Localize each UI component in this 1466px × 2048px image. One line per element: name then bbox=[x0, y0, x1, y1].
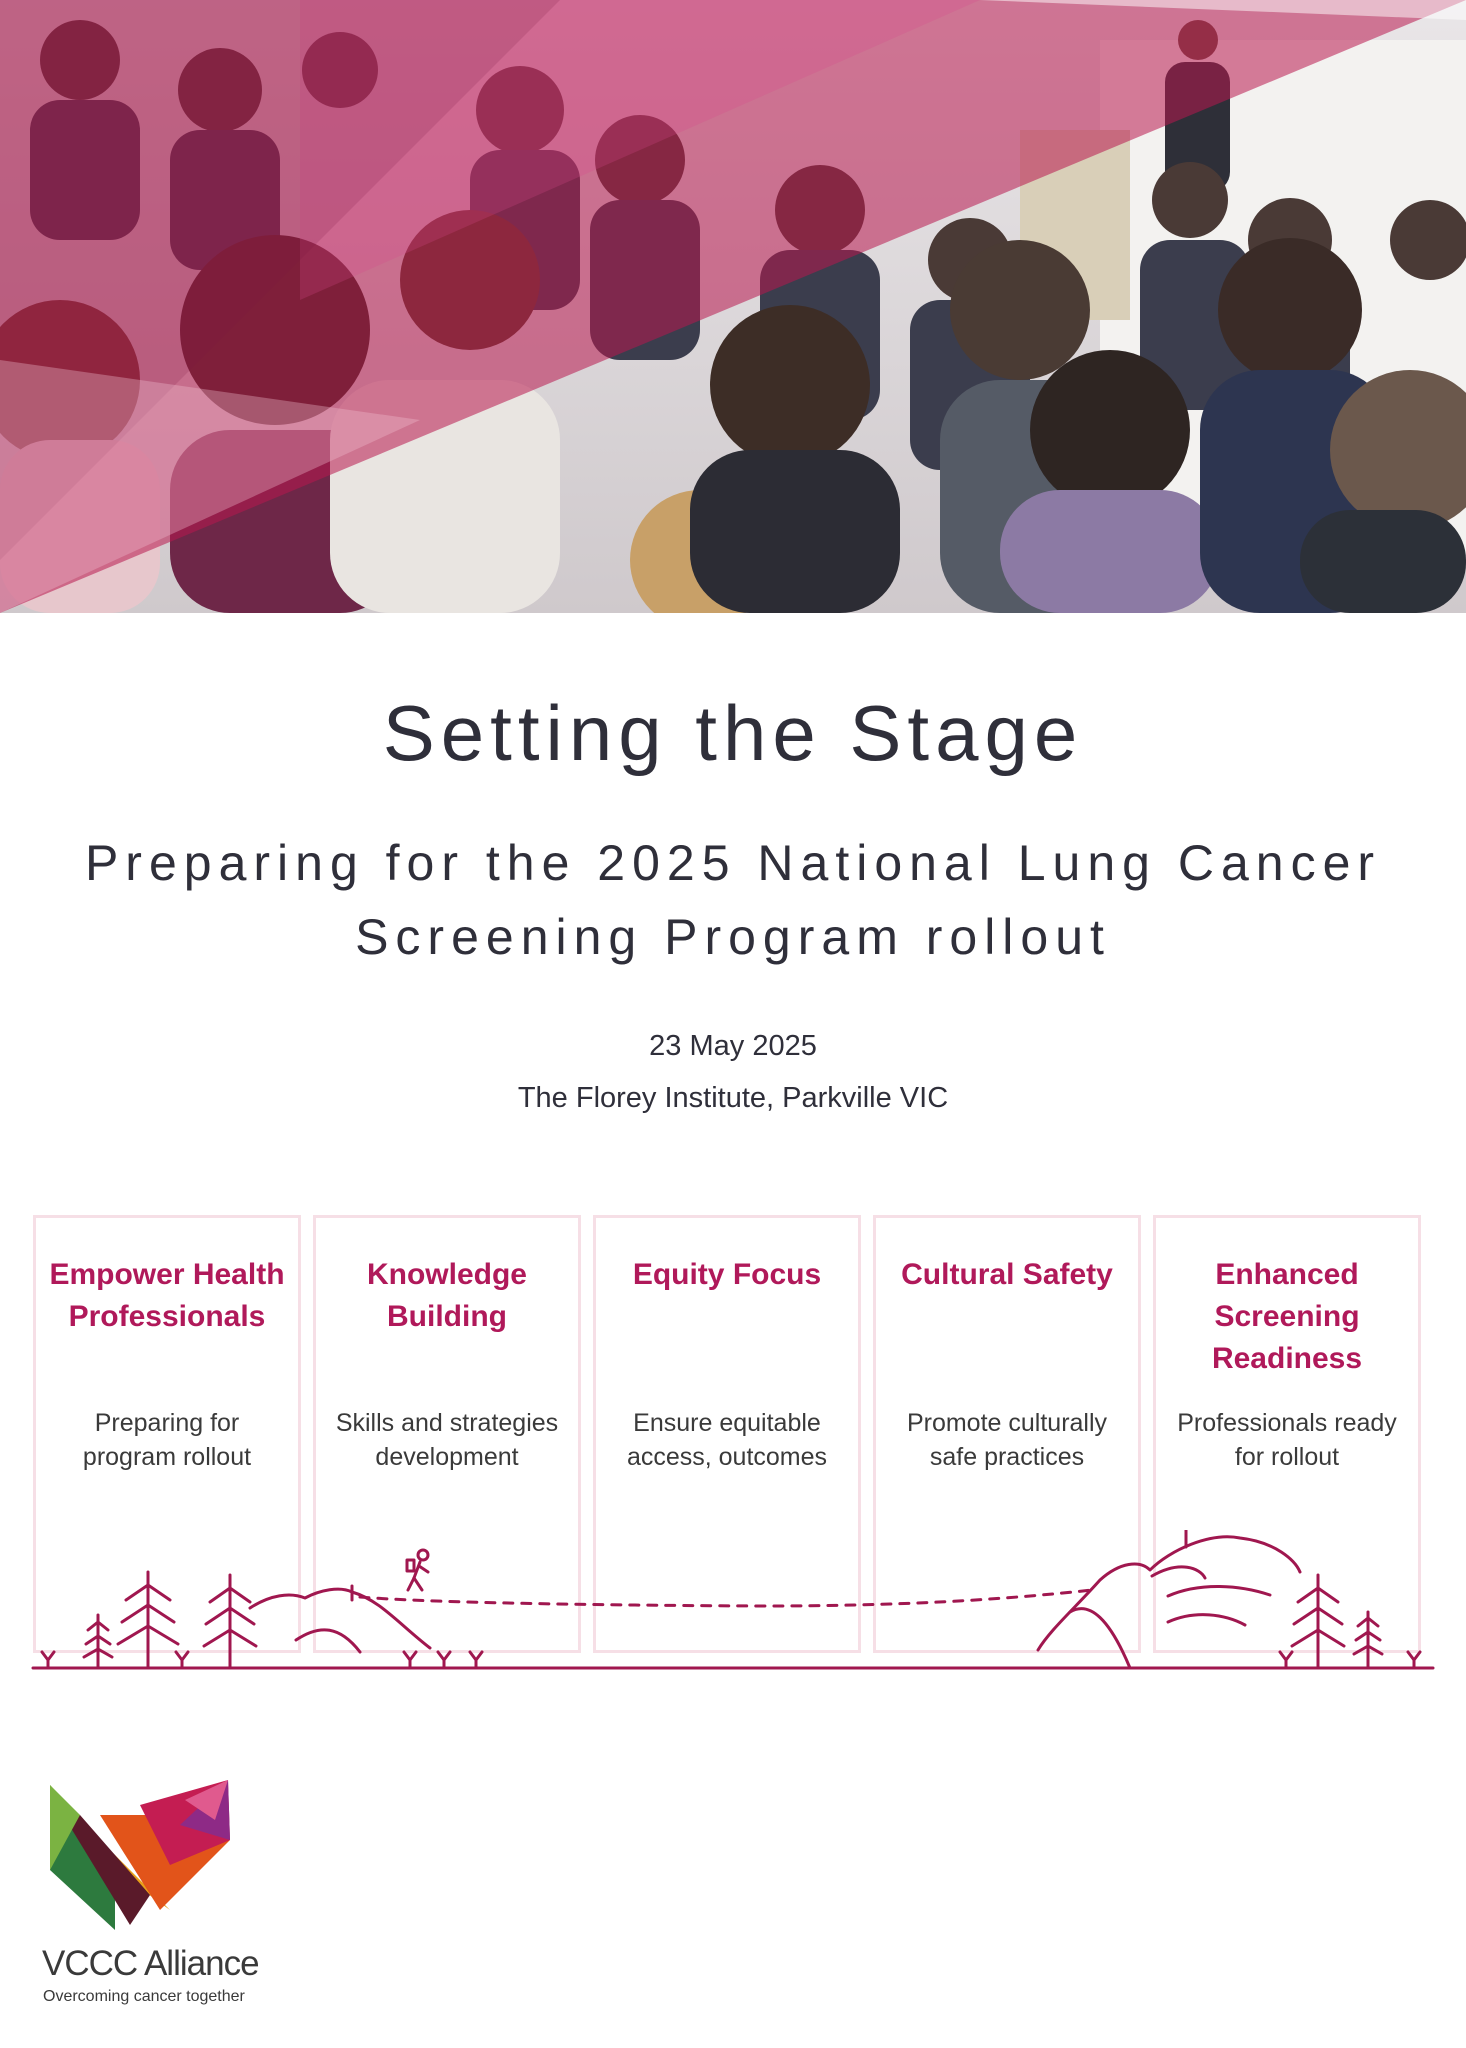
tree-icon bbox=[82, 1613, 114, 1670]
tree-icon bbox=[1352, 1610, 1384, 1670]
theme-card-empower: Empower Health Professionals Preparing f… bbox=[33, 1215, 301, 1653]
theme-description: Preparing for program rollout bbox=[82, 1409, 252, 1471]
theme-card-equity: Equity Focus Ensure equitable access, ou… bbox=[593, 1215, 861, 1653]
journey-illustration bbox=[31, 1530, 1435, 1670]
dashed-path bbox=[358, 1588, 1094, 1608]
theme-description: Ensure equitable access, outcomes bbox=[626, 1409, 828, 1471]
theme-card-screening-readiness: Enhanced Screening Readiness Professiona… bbox=[1153, 1215, 1421, 1653]
page-title: Setting the Stage bbox=[382, 689, 1084, 777]
theme-title: Cultural Safety bbox=[901, 1258, 1113, 1291]
tree-icon bbox=[1290, 1573, 1346, 1670]
vccc-alliance-logo bbox=[50, 1780, 230, 1930]
theme-title: Enhanced Screening Readiness bbox=[1211, 1258, 1363, 1375]
brand-tagline: Overcoming cancer together bbox=[43, 1988, 245, 2005]
hill-outline bbox=[248, 1587, 432, 1650]
mountain-outline bbox=[1036, 1535, 1302, 1652]
theme-card-knowledge: Knowledge Building Skills and strategies… bbox=[313, 1215, 581, 1653]
theme-title: Empower Health Professionals bbox=[49, 1258, 285, 1333]
brand-name: VCCC Alliance bbox=[42, 1944, 260, 1983]
theme-description: Promote culturally safe practices bbox=[906, 1409, 1108, 1471]
audience-photo-illustration bbox=[0, 0, 1466, 613]
tree-icon bbox=[116, 1570, 180, 1670]
event-venue: The Florey Institute, Parkville VIC bbox=[517, 1082, 949, 1114]
theme-card-cultural-safety: Cultural Safety Promote culturally safe … bbox=[873, 1215, 1141, 1653]
theme-description: Professionals ready for rollout bbox=[1177, 1409, 1397, 1471]
hero-image bbox=[0, 0, 1466, 613]
hiker-icon bbox=[405, 1548, 430, 1592]
grass-icon bbox=[40, 1650, 1422, 1670]
flag-icon bbox=[1184, 1530, 1188, 1549]
event-date: 23 May 2025 bbox=[649, 1030, 817, 1062]
theme-title: Equity Focus bbox=[632, 1258, 822, 1291]
tree-icon bbox=[202, 1573, 258, 1670]
theme-title: Knowledge Building bbox=[366, 1258, 527, 1333]
theme-description: Skills and strategies development bbox=[335, 1409, 559, 1471]
page-subtitle: Preparing for the 2025 National Lung Can… bbox=[84, 835, 1382, 965]
